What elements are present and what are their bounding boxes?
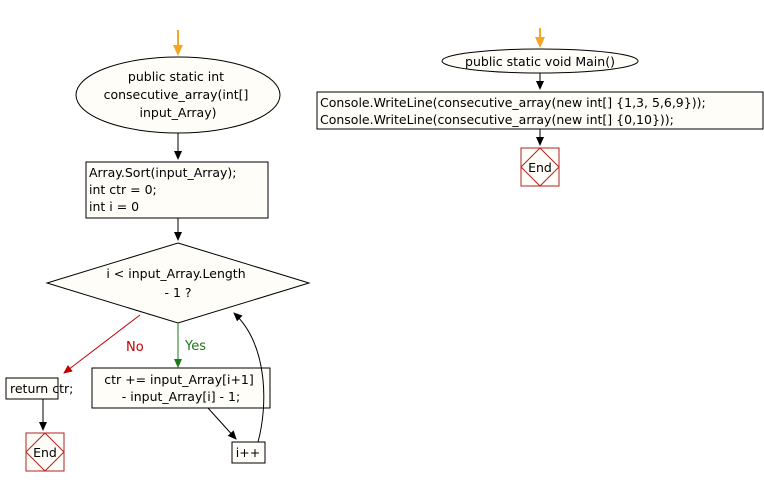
- main-statements-box: [316, 91, 764, 130]
- yes-label: Yes: [184, 339, 206, 354]
- end-node-right-diamond: [520, 147, 560, 187]
- statement-line-2: Console.WriteLine(consecutive_array(new …: [320, 112, 674, 127]
- init-process-box: [85, 161, 269, 219]
- return-ctr-box: [5, 377, 59, 400]
- init-line-1: Array.Sort(input_Array);: [89, 165, 237, 180]
- svg-text:Console.WriteLine(consecutive_: Console.WriteLine(consecutive_array(new …: [320, 95, 710, 127]
- return-text: return ctr;: [10, 381, 73, 396]
- body-line-1: ctr += input_Array[i+1]: [104, 372, 254, 387]
- no-label: No: [126, 340, 144, 355]
- main-start-label: public static void Main(): [465, 54, 615, 69]
- decision-line-2: - 1 ?: [164, 285, 191, 300]
- body-line-2: - input_Array[i] - 1;: [122, 389, 240, 404]
- svg-text:Array.Sort(input_Array); i: Array.Sort(input_Array); int ctr = 0; in…: [89, 165, 241, 214]
- start-line-2: consecutive_array(int[]: [104, 87, 249, 102]
- start-line-1: public static int: [128, 69, 224, 84]
- init-line-3: int i = 0: [89, 199, 139, 214]
- svg-text:i < input_Array.Length - 1: i < input_Array.Length - 1 ?: [106, 266, 249, 300]
- start-line-3: input_Array): [140, 105, 217, 120]
- end-node-left-diamond: [25, 432, 65, 472]
- svg-text:ctr += input_Array[i+1] -: ctr += input_Array[i+1] - input_Array[i]…: [104, 372, 258, 404]
- decision-loop-condition: [45, 242, 311, 324]
- increment-text: i++: [236, 445, 260, 460]
- edge-body-to-increment: [207, 407, 237, 440]
- statement-line-1: Console.WriteLine(consecutive_array(new …: [320, 95, 706, 110]
- edge-loop-back: [233, 312, 265, 443]
- decision-line-1: i < input_Array.Length: [106, 266, 245, 281]
- end-right-label: End: [528, 160, 552, 175]
- edge-no-branch: [63, 314, 141, 374]
- increment-box: [231, 441, 266, 464]
- end-left-label: End: [33, 445, 57, 460]
- init-line-2: int ctr = 0;: [89, 182, 157, 197]
- svg-text:public static int consecut: public static int consecutive_array(int[…: [104, 69, 253, 120]
- loop-body-box: [91, 367, 271, 409]
